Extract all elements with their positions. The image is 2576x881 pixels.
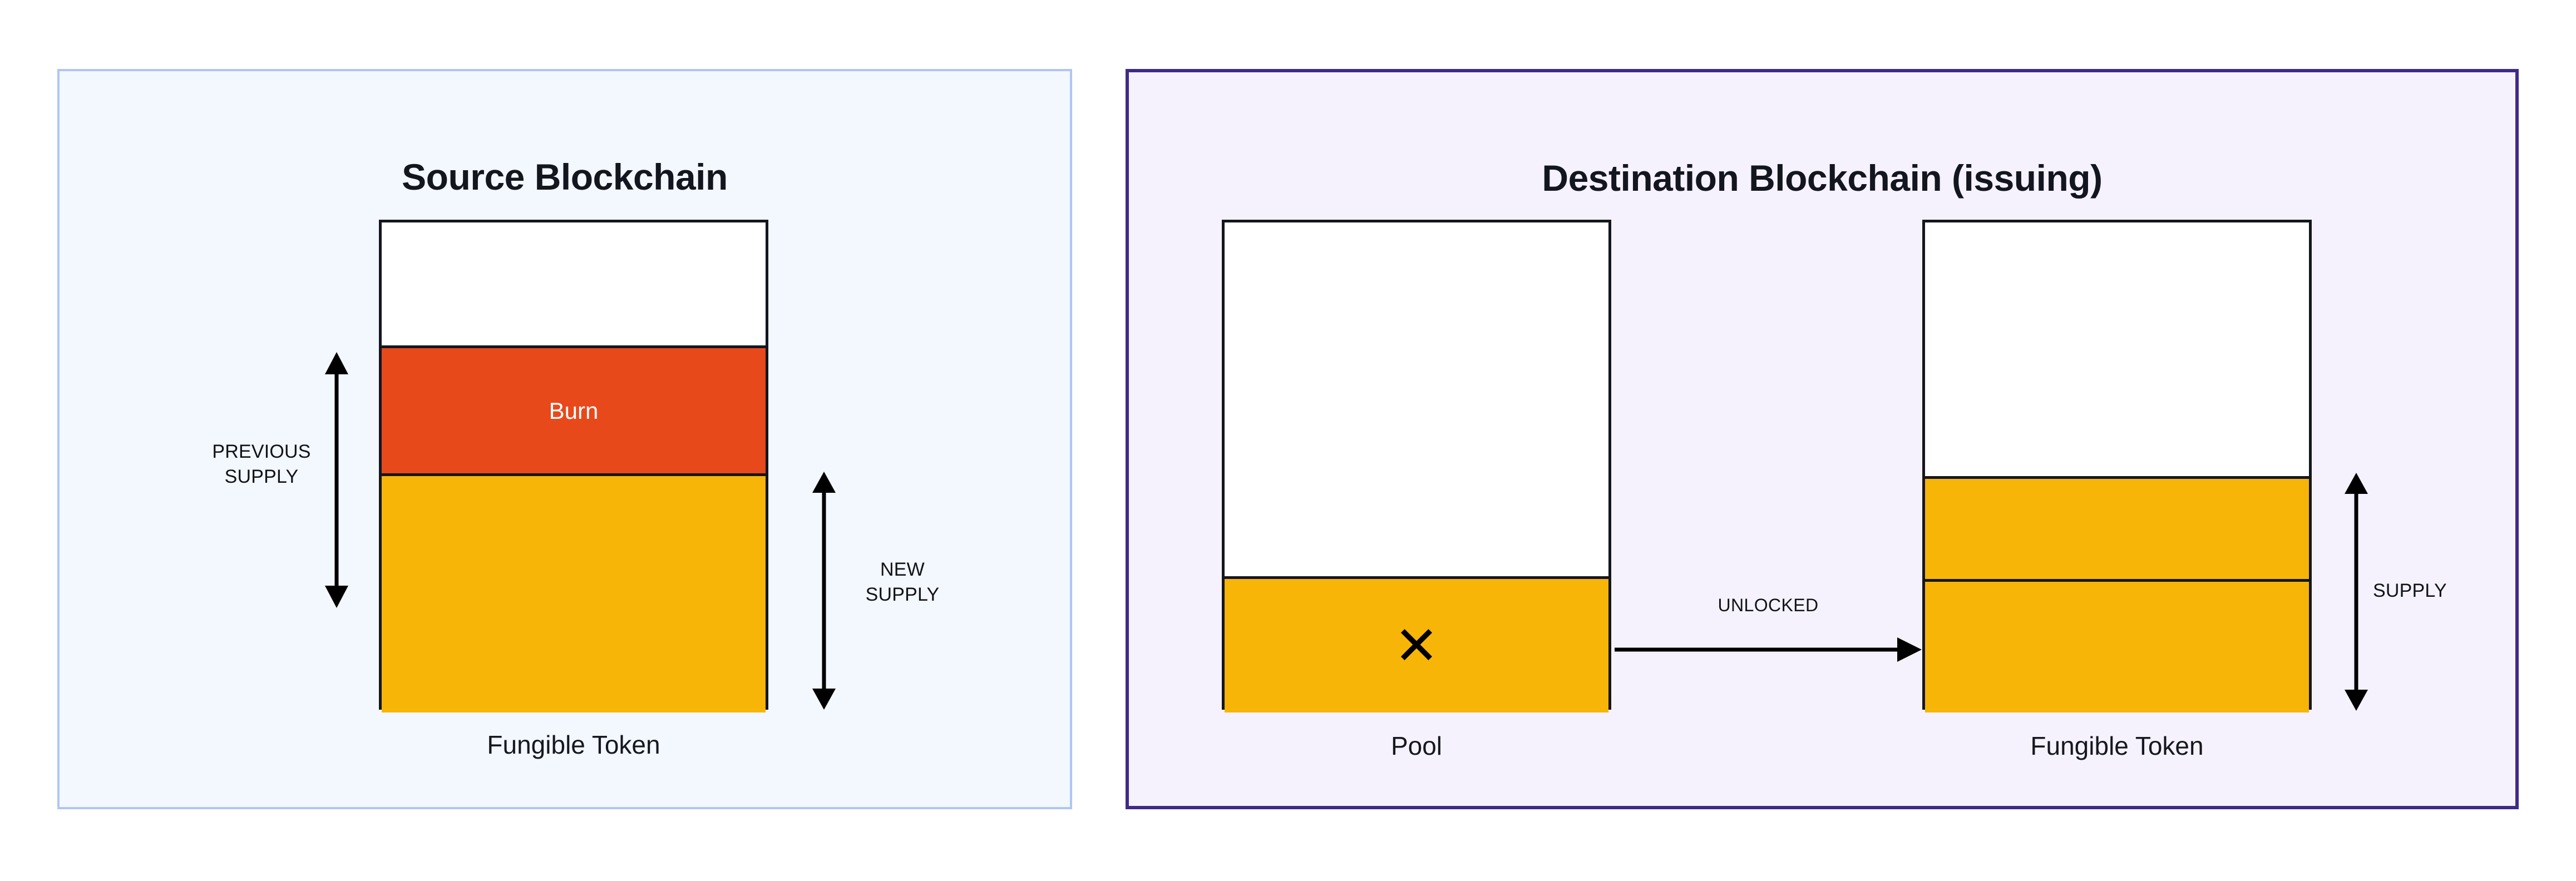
burn-label: Burn [549,397,599,424]
cross-icon: ✕ [1394,615,1439,677]
source-token-caption: Fungible Token [487,730,660,759]
destination-blockchain-panel: Destination Blockchain (issuing) ✕ Pool … [1126,69,2519,809]
pool-caption: Pool [1390,731,1443,760]
dest-stack-segment-existing-supply [1925,579,2309,712]
source-panel-title: Source Blockchain [402,156,728,197]
unlocked-flow-arrow [1615,637,1922,662]
new-supply-measure-arrow [812,472,836,710]
pool-stack: ✕ [1222,220,1611,712]
dest-stack-segment-empty [1925,222,2309,476]
source-stack-segment-burn: Burn [382,345,766,476]
previous-supply-measure-arrow [325,352,348,608]
new-supply-label: NEW SUPPLY [865,559,940,605]
source-fungible-token-stack: Burn [379,220,768,712]
supply-measure-arrow [2345,473,2368,711]
supply-label: SUPPLY [2373,580,2447,601]
pool-segment-empty [1225,222,1608,576]
source-stack-segment-remaining-supply [382,476,766,712]
destination-panel-title: Destination Blockchain (issuing) [1542,157,2103,199]
source-blockchain-panel: Source Blockchain Burn Fungible Token PR… [57,69,1072,809]
destination-token-caption: Fungible Token [2030,731,2204,760]
pool-segment-locked: ✕ [1225,576,1608,712]
destination-fungible-token-stack [1922,220,2312,712]
unlocked-label: UNLOCKED [1718,595,1819,615]
dest-stack-segment-newly-issued [1925,476,2309,579]
previous-supply-label: PREVIOUS SUPPLY [212,441,311,487]
source-stack-segment-empty [382,222,766,345]
